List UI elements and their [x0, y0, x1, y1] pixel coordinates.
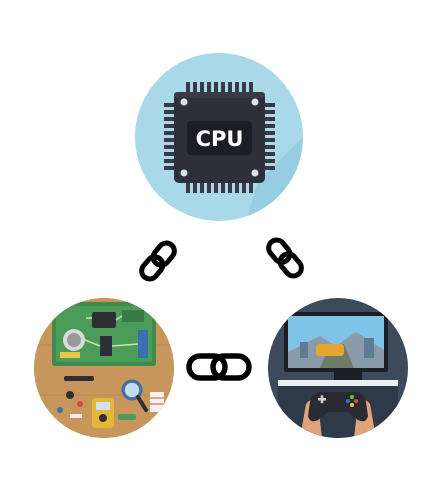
cpu-node: CPU — [135, 53, 303, 221]
link-cpu-gaming — [266, 237, 304, 279]
multimeter-icon — [92, 398, 114, 428]
cpu-chip-label: CPU — [196, 127, 244, 151]
link-electronics-gaming — [186, 353, 252, 381]
components-icon — [57, 376, 164, 420]
chain-link-icon — [186, 353, 252, 381]
chain-link-icon — [266, 237, 304, 279]
television-icon — [284, 312, 388, 380]
gaming-node — [268, 298, 408, 438]
circuit-board-icon — [52, 302, 156, 366]
electronics-node — [34, 298, 174, 438]
chain-link-icon — [139, 240, 177, 282]
gamepad-icon — [300, 391, 376, 438]
cpu-chip-icon: CPU — [164, 82, 275, 193]
magnifier-icon — [121, 379, 148, 412]
link-cpu-electronics — [139, 240, 177, 282]
